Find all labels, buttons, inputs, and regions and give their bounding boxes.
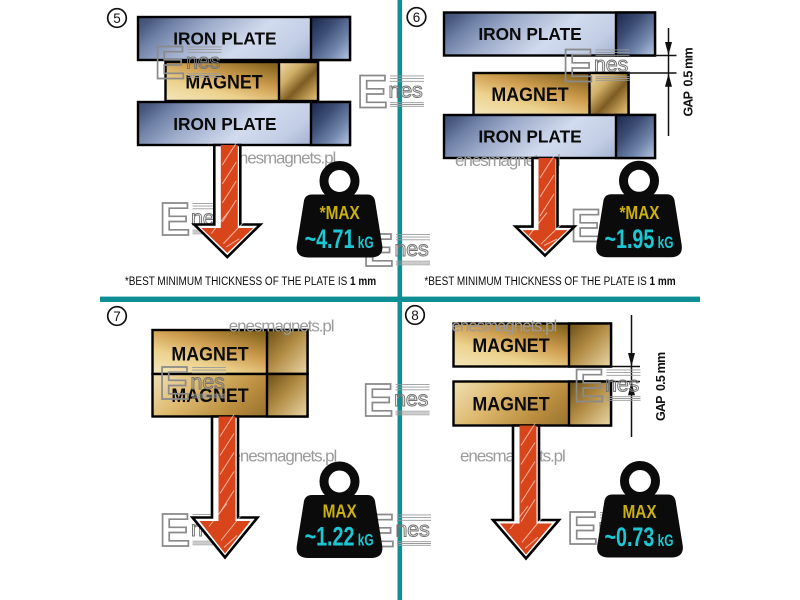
svg-text:6: 6: [413, 10, 421, 25]
svg-text:5: 5: [113, 11, 121, 26]
svg-text:MAGNET: MAGNET: [491, 83, 569, 105]
svg-text:IRON PLATE: IRON PLATE: [173, 114, 276, 134]
svg-text:MAGNET: MAGNET: [171, 343, 249, 365]
svg-text:enesmagnets.pl: enesmagnets.pl: [231, 149, 336, 168]
svg-text:MAGNET: MAGNET: [185, 71, 263, 93]
svg-text:enesmagnets.pl: enesmagnets.pl: [452, 317, 557, 336]
svg-text:MAGNET: MAGNET: [472, 393, 550, 415]
svg-text:IRON PLATE: IRON PLATE: [478, 127, 581, 147]
svg-text:IRON PLATE: IRON PLATE: [173, 29, 276, 49]
svg-text:GAP 0.5 mm: GAP 0.5 mm: [654, 352, 668, 421]
svg-text:*BEST MINIMUM THICKNESS OF THE: *BEST MINIMUM THICKNESS OF THE PLATE IS …: [424, 275, 675, 288]
svg-text:MAGNET: MAGNET: [472, 334, 550, 356]
svg-text:*BEST MINIMUM THICKNESS OF THE: *BEST MINIMUM THICKNESS OF THE PLATE IS …: [125, 275, 376, 288]
svg-text:enesmagnets.pl: enesmagnets.pl: [229, 317, 334, 336]
svg-text:8: 8: [411, 308, 419, 323]
svg-text:MAX: MAX: [622, 502, 657, 523]
svg-text:IRON PLATE: IRON PLATE: [478, 24, 581, 44]
svg-text:MAX: MAX: [323, 501, 358, 522]
svg-text:GAP 0.5 mm: GAP 0.5 mm: [682, 48, 696, 117]
svg-text:7: 7: [113, 309, 121, 324]
svg-text:*MAX: *MAX: [619, 203, 660, 224]
svg-text:enesmagnets.pl: enesmagnets.pl: [232, 447, 337, 466]
svg-text:*MAX: *MAX: [320, 203, 361, 224]
